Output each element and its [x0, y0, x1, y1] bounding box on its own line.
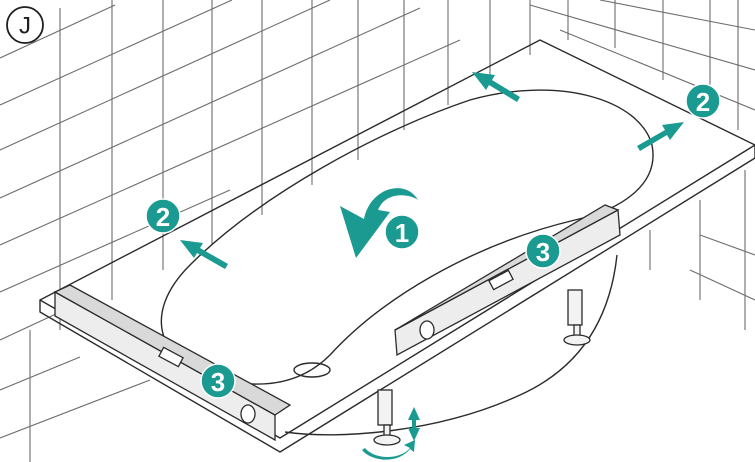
svg-text:2: 2 — [696, 87, 710, 117]
svg-text:3: 3 — [536, 237, 550, 267]
svg-text:1: 1 — [395, 218, 409, 248]
svg-text:J: J — [19, 13, 31, 40]
arrow-top-right — [637, 122, 684, 151]
arrow-top-left — [472, 72, 520, 102]
badge-arrow-top-right: 2 — [685, 83, 721, 119]
drain — [293, 362, 331, 378]
height-adjust-arrow-icon — [408, 407, 420, 441]
svg-text:2: 2 — [156, 202, 170, 232]
badge-level-left: 3 — [200, 363, 236, 399]
badge-rotate: 1 — [384, 214, 420, 250]
spirit-level-icon — [240, 404, 256, 424]
badge-level-right: 3 — [525, 233, 561, 269]
adjustable-foot-front — [373, 389, 401, 446]
adjustable-foot-back — [563, 289, 591, 346]
spirit-level-left — [53, 284, 292, 442]
arrow-left — [180, 240, 228, 269]
straight-arrow-icon — [180, 72, 684, 269]
curved-rotate-arrow-icon — [340, 188, 418, 258]
spirit-level-right — [394, 204, 621, 357]
badge-arrow-left: 2 — [145, 198, 181, 234]
tub-rim-front-edge — [39, 145, 755, 453]
step-label: J — [6, 6, 44, 44]
svg-text:3: 3 — [211, 367, 225, 397]
tub-body — [284, 254, 618, 436]
rotate-adjust-arrow-icon — [362, 440, 415, 460]
